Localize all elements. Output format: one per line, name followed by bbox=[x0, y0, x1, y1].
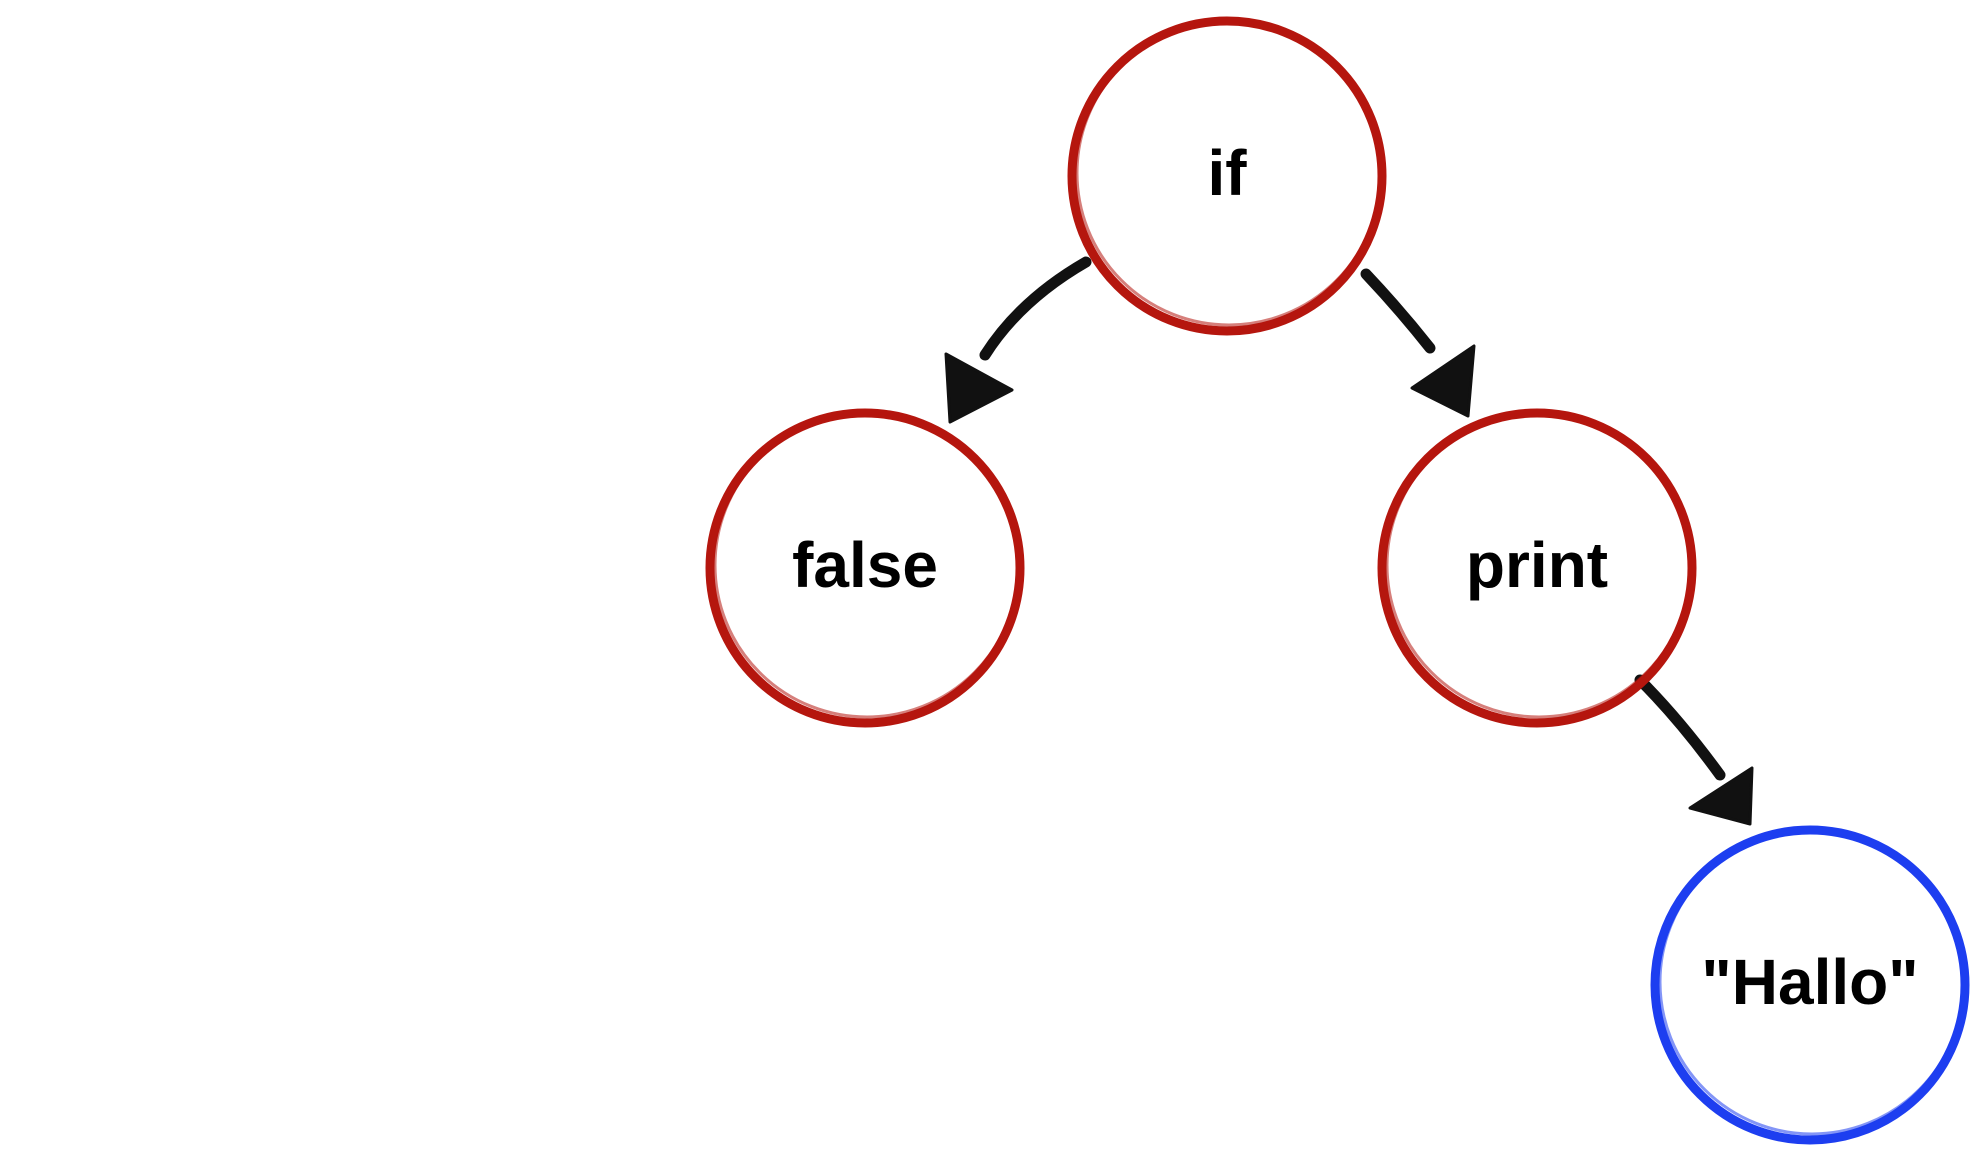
edge-if-to-print bbox=[1360, 268, 1476, 418]
node-circle-sketch bbox=[1075, 19, 1383, 327]
edge-if-to-false bbox=[944, 256, 1092, 424]
arrowhead-icon bbox=[1410, 344, 1476, 418]
node-label: print bbox=[1466, 529, 1608, 601]
edge-line bbox=[1634, 674, 1726, 781]
node-circle-sketch bbox=[713, 411, 1021, 719]
node-label: "Hallo" bbox=[1701, 946, 1918, 1018]
node-print: print bbox=[1377, 408, 1697, 728]
arrowhead-icon bbox=[1688, 766, 1754, 826]
edge-print-to-hallo bbox=[1634, 674, 1754, 826]
node-label: false bbox=[792, 529, 938, 601]
node-hallo: "Hallo" bbox=[1650, 825, 1970, 1145]
node-circle-sketch bbox=[1385, 411, 1693, 719]
node-circle-sketch bbox=[1658, 828, 1966, 1136]
edge-line bbox=[1360, 268, 1436, 354]
arrowhead-icon bbox=[944, 352, 1014, 424]
node-if: if bbox=[1067, 16, 1387, 336]
node-label: if bbox=[1207, 137, 1247, 209]
edge-line bbox=[979, 256, 1092, 361]
node-false: false bbox=[705, 408, 1025, 728]
